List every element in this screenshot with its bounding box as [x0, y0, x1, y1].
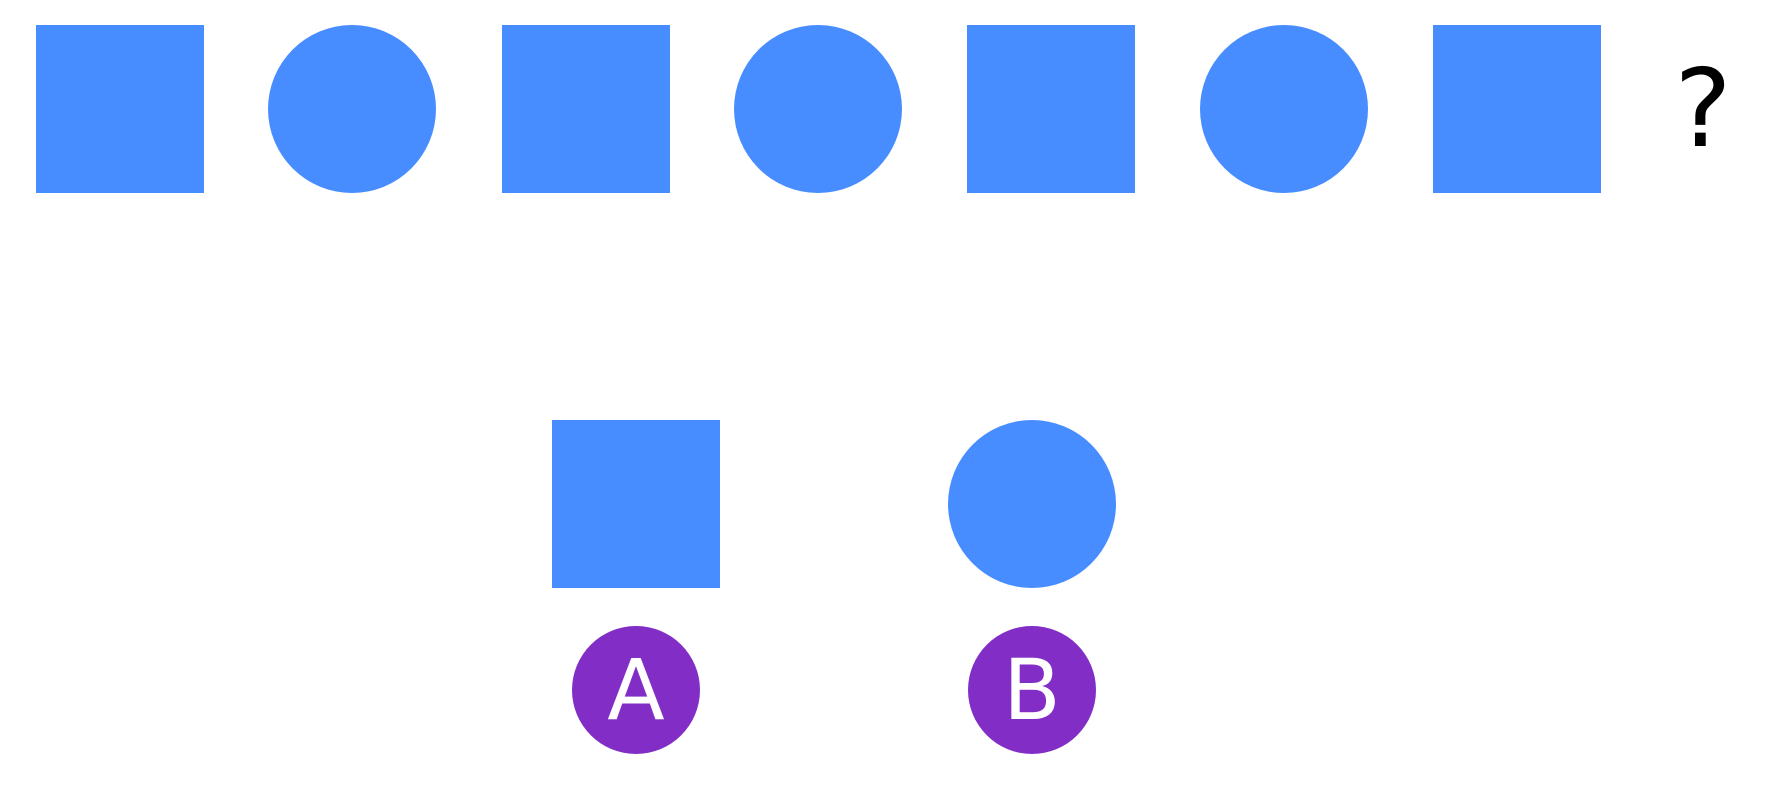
sequence-square-2: [502, 25, 670, 193]
option-a-square[interactable]: [552, 420, 720, 588]
missing-item-question-mark: ?: [1674, 47, 1732, 172]
sequence-circle-3: [1200, 25, 1368, 193]
sequence-circle-1: [268, 25, 436, 193]
option-a-badge[interactable]: A: [572, 626, 700, 754]
sequence-circle-2: [734, 25, 902, 193]
sequence-square-1: [36, 25, 204, 193]
sequence-square-3: [967, 25, 1135, 193]
option-b-badge[interactable]: B: [968, 626, 1096, 754]
option-b-circle[interactable]: [948, 420, 1116, 588]
sequence-square-4: [1433, 25, 1601, 193]
